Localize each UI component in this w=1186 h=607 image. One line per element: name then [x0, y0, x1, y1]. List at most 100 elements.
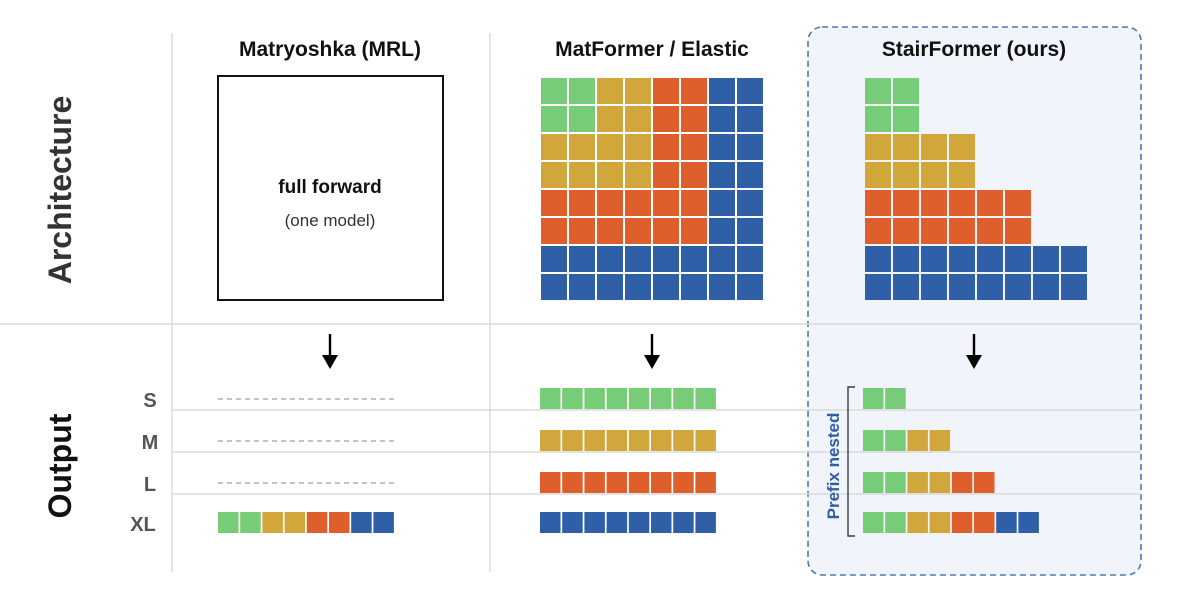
mrl-output-xl-cell [329, 512, 350, 533]
matformer-output-xl-cell [651, 512, 672, 533]
matformer-cell-yellow [597, 162, 623, 188]
stair-cell-orange [921, 190, 947, 216]
stair-output-xl-cell [863, 512, 884, 533]
mrl-full-forward-box [217, 75, 444, 301]
matformer-cell-yellow [569, 134, 595, 160]
matformer-cell-orange [653, 162, 679, 188]
matformer-cell-yellow [569, 162, 595, 188]
size-label-s: S [143, 390, 156, 412]
stair-cell-blue [977, 274, 1003, 300]
mrl-box-main-label: full forward [278, 177, 381, 198]
arrow-down-icon [644, 334, 660, 369]
row-label-output: Output [42, 413, 78, 518]
matformer-output-xl-cell [540, 512, 561, 533]
stairformer-architecture-grid [865, 78, 1087, 300]
matformer-cell-yellow [541, 134, 567, 160]
matformer-output-s-cell [673, 388, 694, 409]
stair-output-m-cell [907, 430, 928, 451]
mrl-output-xl-cell [218, 512, 239, 533]
stair-output-xl-cell [929, 512, 951, 533]
matformer-cell-blue [541, 274, 567, 300]
stair-cell-blue [1005, 246, 1031, 272]
column-title-matformer: MatFormer / Elastic [555, 38, 749, 61]
matformer-cell-orange [569, 218, 595, 244]
stair-output-xl-cell [907, 512, 928, 533]
mrl-output-xl-cell [240, 512, 261, 533]
stair-cell-blue [865, 246, 891, 272]
stair-cell-yellow [921, 162, 947, 188]
size-label-l: L [144, 474, 156, 496]
stair-cell-blue [893, 246, 919, 272]
stair-cell-orange [1005, 218, 1031, 244]
stair-cell-yellow [865, 162, 891, 188]
stair-output-xl-cell [996, 512, 1017, 533]
stair-cell-blue [921, 274, 947, 300]
matformer-cell-blue [541, 246, 567, 272]
stair-cell-yellow [865, 134, 891, 160]
matformer-cell-orange [653, 190, 679, 216]
stair-cell-blue [949, 274, 975, 300]
matformer-cell-blue [569, 246, 595, 272]
matformer-cell-blue [681, 274, 707, 300]
stair-cell-orange [977, 190, 1003, 216]
arrow-down-icon [966, 334, 982, 369]
matformer-cell-green [541, 106, 567, 132]
matformer-cell-blue [709, 218, 735, 244]
stair-cell-green [865, 78, 891, 104]
stair-output-xl-cell [1018, 512, 1039, 533]
matformer-output-m-cell [628, 430, 650, 451]
stair-cell-blue [949, 246, 975, 272]
matformer-cell-yellow [597, 134, 623, 160]
matformer-output-s-cell [540, 388, 561, 409]
matformer-cell-blue [709, 190, 735, 216]
matformer-output-l-cell [673, 472, 694, 493]
output-rows [218, 388, 1039, 533]
stair-cell-blue [1033, 274, 1059, 300]
matformer-output-xl-cell [695, 512, 716, 533]
column-title-stairformer: StairFormer (ours) [882, 38, 1066, 61]
matformer-output-l-cell [606, 472, 628, 493]
stair-cell-green [865, 106, 891, 132]
stair-cell-yellow [893, 134, 919, 160]
matformer-cell-yellow [625, 106, 651, 132]
grid-lines [0, 33, 1141, 572]
stair-output-l-cell [951, 472, 973, 493]
matformer-output-s-cell [606, 388, 628, 409]
matformer-cell-blue [569, 274, 595, 300]
matformer-cell-orange [681, 162, 707, 188]
matformer-output-xl-cell [584, 512, 605, 533]
matformer-cell-orange [597, 218, 623, 244]
matformer-cell-orange [597, 190, 623, 216]
matformer-architecture-grid [541, 78, 763, 300]
matformer-cell-yellow [625, 134, 651, 160]
stair-output-s-cell [885, 388, 906, 409]
prefix-nested-label: Prefix nested [824, 413, 843, 520]
matformer-cell-blue [653, 246, 679, 272]
stair-output-xl-cell [951, 512, 973, 533]
stair-cell-orange [893, 190, 919, 216]
stair-output-xl-cell [885, 512, 906, 533]
mrl-output-xl-cell [351, 512, 372, 533]
stair-cell-yellow [893, 162, 919, 188]
matformer-cell-green [569, 106, 595, 132]
stair-cell-orange [1005, 190, 1031, 216]
stair-cell-blue [1005, 274, 1031, 300]
matformer-output-m-cell [562, 430, 583, 451]
matformer-cell-orange [625, 190, 651, 216]
matformer-output-s-cell [562, 388, 583, 409]
stair-output-l-cell [974, 472, 995, 493]
matformer-cell-blue [625, 274, 651, 300]
stair-cell-orange [977, 218, 1003, 244]
stair-cell-blue [893, 274, 919, 300]
matformer-output-m-cell [673, 430, 694, 451]
stair-cell-blue [1061, 274, 1087, 300]
matformer-output-l-cell [628, 472, 650, 493]
matformer-cell-green [569, 78, 595, 104]
stair-output-xl-cell [974, 512, 995, 533]
mrl-box-sub-label: (one model) [285, 211, 376, 230]
matformer-cell-blue [597, 274, 623, 300]
stair-output-m-cell [929, 430, 951, 451]
matformer-output-l-cell [562, 472, 583, 493]
